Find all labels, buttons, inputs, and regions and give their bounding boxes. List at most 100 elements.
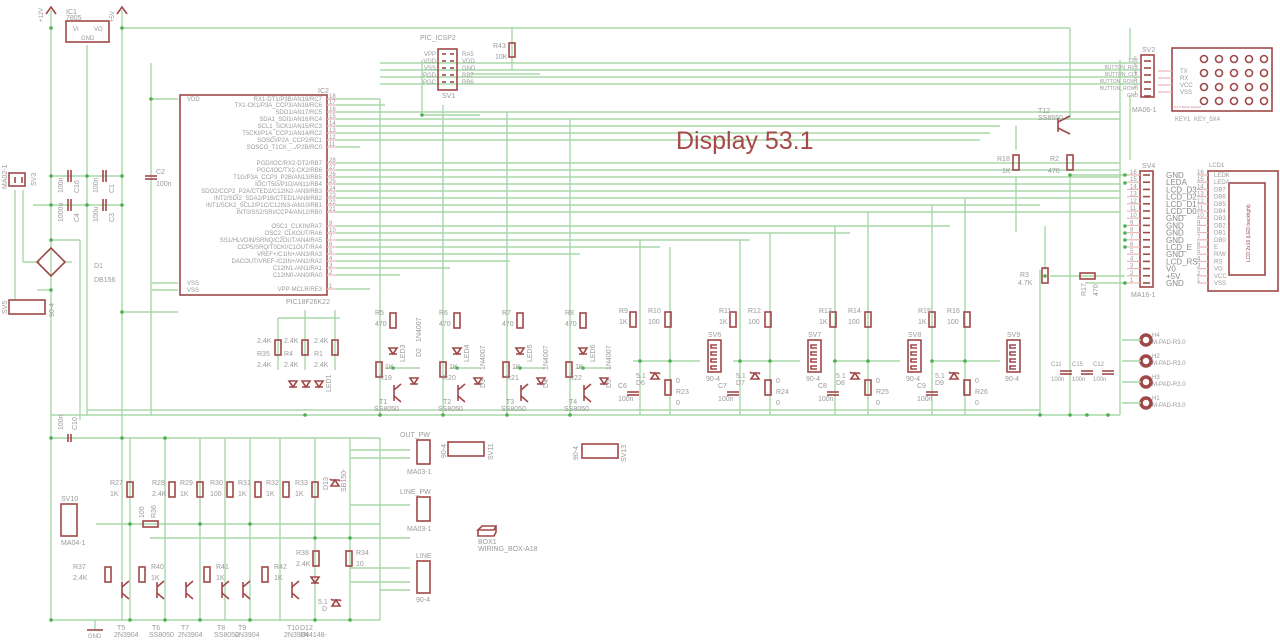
resistor-name: R35 <box>257 351 270 358</box>
svg-text:C10: C10 <box>72 417 79 430</box>
svg-text:R17: R17 <box>1081 283 1088 296</box>
keypad-button <box>1259 82 1269 92</box>
sv4-pin-label: +5V <box>1166 272 1181 281</box>
transistor-value: SS8050 <box>149 632 174 639</box>
keypad-button <box>1199 82 1209 92</box>
transistor-emitter <box>221 592 230 600</box>
junction-dot <box>1106 413 1110 417</box>
lcd-pin-number: 16 <box>1197 170 1204 176</box>
resistor-body <box>864 379 872 396</box>
sv4-pin-label: LEDA <box>1166 178 1188 187</box>
ic2-pin-number: 2 <box>329 270 333 276</box>
icsp-pin-right: RB7 <box>462 73 474 79</box>
keypad-button <box>1199 68 1209 78</box>
zener-symbol <box>649 371 661 380</box>
transistor-value: SS8050 <box>438 406 463 413</box>
header-pin <box>1009 358 1016 363</box>
ic2-pin-label: VPP-MCLR/RE3 <box>278 287 323 293</box>
svg-text:4.7K: 4.7K <box>1018 280 1033 287</box>
resistor-name: R19 <box>379 375 392 382</box>
ic2-pin-label: SCL1_SCK1/AN15/RC3 <box>258 124 323 130</box>
resistor-body <box>301 339 309 356</box>
junction-dot <box>49 26 53 30</box>
junction-dot <box>963 359 967 363</box>
junction-dot <box>668 359 672 363</box>
keypad-button <box>1259 96 1269 106</box>
resistor-name: R29 <box>180 480 193 487</box>
header-pin <box>910 365 917 370</box>
junction-dot <box>49 288 53 292</box>
header-value: 90-4 <box>1005 376 1019 383</box>
ic2-pin-number: 27 <box>329 165 336 171</box>
led-name: LED3 <box>400 344 407 362</box>
diode-value: 1N4007 <box>606 345 613 370</box>
lcd-pin-number: 13 <box>1197 192 1204 198</box>
resistor-name: R15 <box>918 308 931 315</box>
resistor-body <box>312 550 320 567</box>
junction-dot <box>1123 231 1127 235</box>
lcd-pin-label: LEDA <box>1214 180 1230 186</box>
keypad-button <box>1259 68 1269 78</box>
sv4-pin-number: 1 <box>1130 278 1134 284</box>
keypad-button <box>1229 54 1239 64</box>
svg-text:10K: 10K <box>495 54 508 61</box>
resistor-name: R33 <box>295 480 308 487</box>
transistor-value: 2N3904 <box>114 632 139 639</box>
zener-symbol <box>329 478 341 487</box>
transistor-name: T3 <box>506 399 514 406</box>
resistor-value: 1K <box>216 575 225 582</box>
cap-value: 100n <box>156 181 172 188</box>
junction-dot <box>163 618 167 622</box>
diode-symbol <box>408 377 420 386</box>
ic2-pin-number: 23 <box>329 193 336 199</box>
resistor-body <box>196 481 204 498</box>
svg-text:DB156: DB156 <box>94 277 116 284</box>
junction-dot <box>1123 181 1127 185</box>
icsp-pin-right: RB6 <box>462 80 474 86</box>
resistor-name: R32 <box>266 480 279 487</box>
line-connector: LINE 90-4 <box>416 553 432 604</box>
r17-resistor: R17 470 <box>1079 272 1100 296</box>
resistor-name: R38 <box>296 550 309 557</box>
header-pin <box>710 358 717 363</box>
junction-dot <box>1038 413 1042 417</box>
svg-text:VO: VO <box>94 27 103 33</box>
ic2-pin-number: 17 <box>329 100 336 106</box>
cap-value: 100n <box>1051 377 1064 383</box>
diode-symbol <box>313 380 325 389</box>
resistor-body <box>664 379 672 396</box>
diode-symbol <box>387 347 399 356</box>
svg-text:1K: 1K <box>1002 168 1011 175</box>
transistor-value: 2N3904 <box>178 632 203 639</box>
resistor-name: R8 <box>565 310 574 317</box>
ic2-pin-number: 21 <box>329 207 336 213</box>
resistor-value: 0 <box>676 378 680 385</box>
resistor-value: 1K <box>619 319 628 326</box>
resistor-body <box>963 311 971 328</box>
sv2-pin-number: 5 <box>1134 63 1137 69</box>
power-12v-symbol: +12V <box>39 5 57 22</box>
resistor-body <box>664 311 672 328</box>
wires <box>14 10 1140 630</box>
icsp-pin-left: VPP <box>424 52 436 58</box>
transistor-name: T9 <box>238 625 246 632</box>
zener-name: D <box>322 606 327 613</box>
svg-text:BOX1: BOX1 <box>478 539 497 546</box>
junction-dot <box>248 618 252 622</box>
cap-name: C3 <box>109 213 116 222</box>
svg-text:470: 470 <box>1093 284 1100 296</box>
sv2-pin-number: 2 <box>1134 84 1137 90</box>
sv2-pin-label: BUTTON_ROW0 <box>1100 86 1138 92</box>
resistor-name: R26 <box>975 389 988 396</box>
svg-text:90-4: 90-4 <box>49 303 56 317</box>
resistor-body <box>203 566 211 583</box>
icsp-pin-left: PGD <box>423 73 437 79</box>
ic2-pin-number: 22 <box>329 200 336 206</box>
diode-value: 1N4007 <box>480 345 487 370</box>
resistor-name: R36 <box>151 505 158 518</box>
svg-text:IC1: IC1 <box>66 9 77 16</box>
junction-dot <box>1068 173 1072 177</box>
zener-symbol <box>948 371 960 380</box>
svg-text:SV3: SV3 <box>31 173 38 186</box>
